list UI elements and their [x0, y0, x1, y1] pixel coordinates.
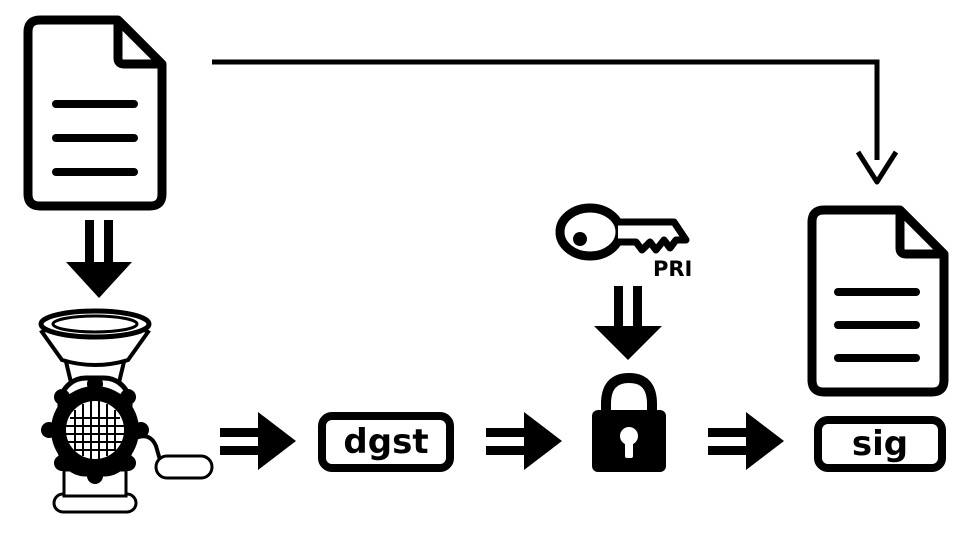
down-double-arrow-icon: [66, 220, 132, 298]
down-double-arrow-icon: [594, 286, 662, 360]
signature-label: sig: [852, 424, 908, 464]
copy-connector-arrow: [212, 59, 899, 185]
private-key-icon: PRI: [555, 203, 692, 281]
signed-document-icon: [807, 205, 949, 397]
right-double-arrow-icon: [220, 412, 296, 470]
digest-label: dgst: [343, 422, 428, 462]
right-double-arrow-icon: [708, 412, 784, 470]
meat-grinder-icon: [38, 308, 214, 514]
signature-box: sig: [814, 416, 946, 472]
padlock-icon: [592, 372, 666, 472]
right-double-arrow-icon: [486, 412, 562, 470]
source-document-icon: [23, 15, 167, 211]
digest-box: dgst: [318, 412, 454, 472]
key-tag-label: PRI: [653, 257, 692, 281]
